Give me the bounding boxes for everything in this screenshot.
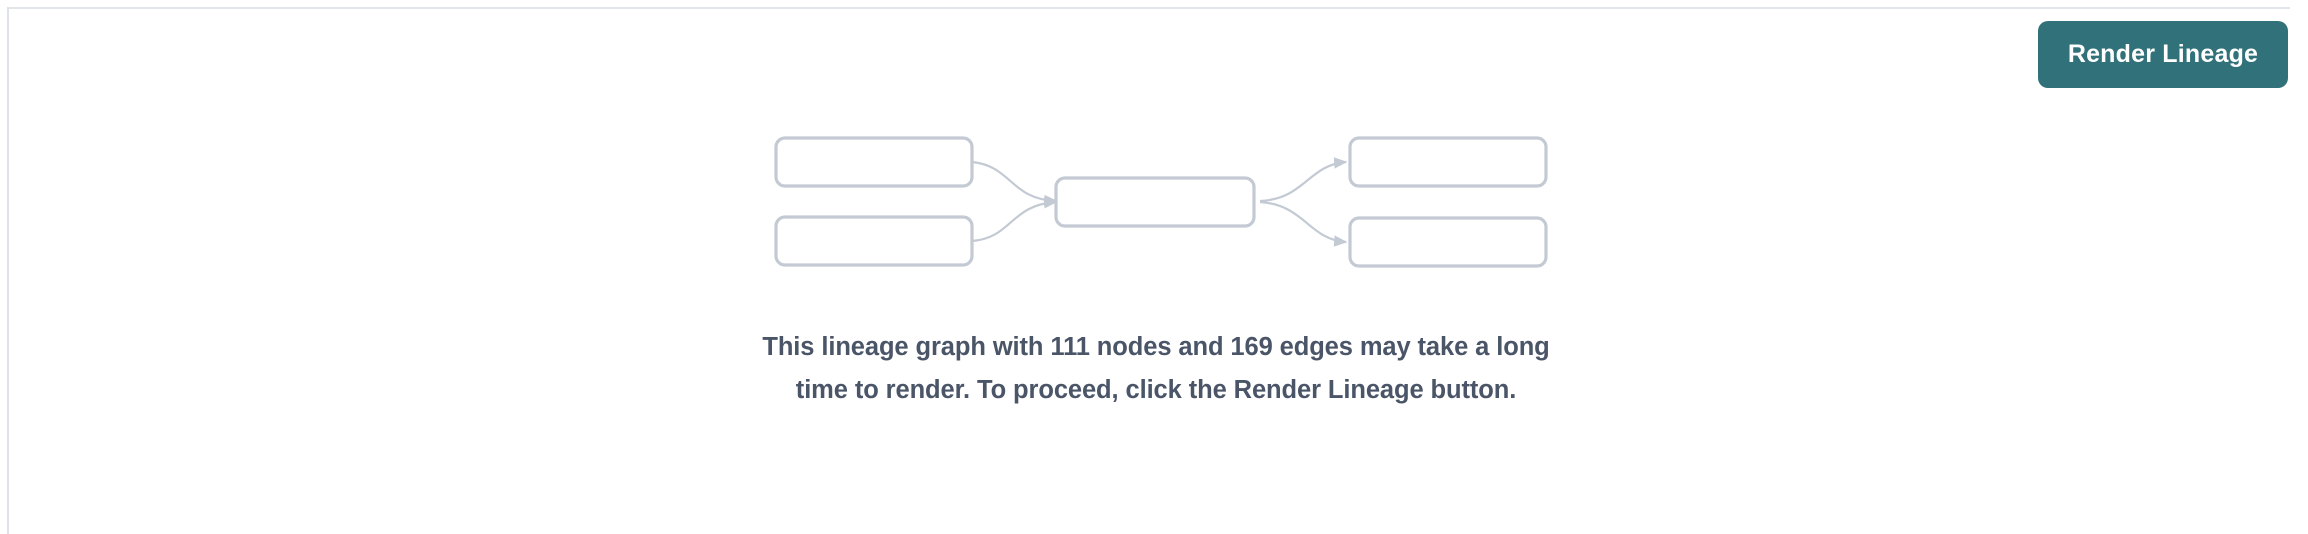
graph-edge-left-bottom-to-center (971, 197, 1058, 243)
graph-edge-center-to-right-bottom (1259, 200, 1348, 247)
panel-left-divider (7, 7, 9, 534)
graph-edge-center-to-right-top (1259, 157, 1348, 203)
graph-node-left-bottom (774, 215, 974, 267)
graph-node-left-top (774, 136, 974, 188)
graph-edge-left-top-to-center (971, 160, 1058, 207)
render-lineage-button[interactable]: Render Lineage (2038, 21, 2288, 88)
lineage-graph-placeholder-illustration (760, 120, 1560, 280)
graph-node-right-bottom (1348, 216, 1548, 268)
graph-node-right-top (1348, 136, 1548, 188)
graph-node-center (1054, 176, 1256, 228)
lineage-warning-message: This lineage graph with 111 nodes and 16… (762, 333, 1550, 404)
panel-top-divider (8, 7, 2290, 9)
